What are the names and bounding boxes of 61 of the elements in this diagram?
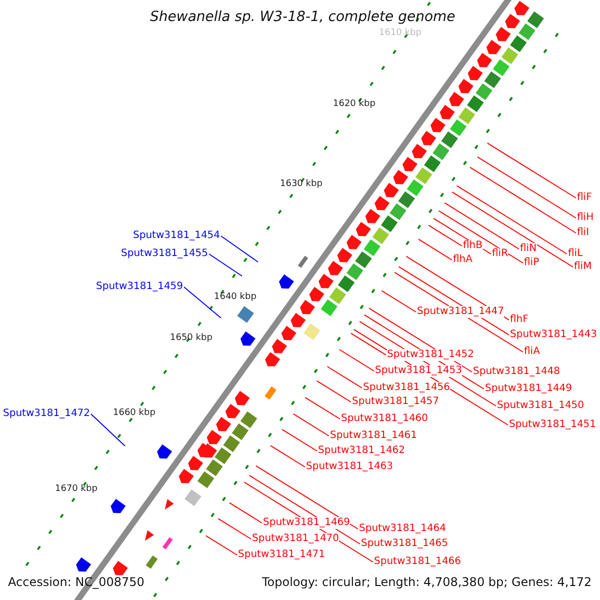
gene-label: Sputw3181_1460 <box>341 413 428 425</box>
leader-line <box>456 185 568 254</box>
leader-line <box>418 238 452 260</box>
leader-line <box>338 349 374 372</box>
accession-text: Accession: NC_008750 <box>8 575 144 589</box>
gene-label: Sputw3181_1450 <box>497 400 584 412</box>
gene-label: Sputw3181_1455 <box>121 248 208 260</box>
scale-label: 1640 kbp <box>214 292 256 302</box>
gene-label: Sputw3181_1470 <box>252 533 340 545</box>
leader-line <box>444 202 520 250</box>
gene-label: Sputw3181_1447 <box>417 306 504 318</box>
gene-label: Sputw3181_1464 <box>359 523 446 535</box>
scale-label: 1610 kbp <box>379 28 422 38</box>
gene-label: Sputw3181_1462 <box>318 445 406 457</box>
gene-label: Sputw3181_1461 <box>330 430 418 442</box>
leader-line <box>256 465 358 530</box>
leader-line <box>184 286 222 318</box>
gene-label: Sputw3181_1463 <box>306 461 394 473</box>
leader-line <box>208 254 242 276</box>
gene-label: Sputw3181_1469 <box>263 517 350 529</box>
leader-line <box>229 502 262 524</box>
leader-line <box>428 224 462 246</box>
scale-label: 1630 kbp <box>280 179 322 189</box>
gene-label: Sputw3181_1454 <box>133 230 220 242</box>
scale-label: 1660 kbp <box>113 408 156 418</box>
gene-label: flhB <box>463 240 482 252</box>
gene-label: Sputw3181_1456 <box>363 382 450 394</box>
leader-line <box>270 445 306 468</box>
leader-line <box>304 396 340 420</box>
gene-label: Sputw3181_1466 <box>374 556 462 568</box>
gene-label: Sputw3181_1452 <box>387 349 474 361</box>
leader-line <box>452 192 574 268</box>
gene-label: Sputw3181_1472 <box>3 408 90 420</box>
gene-label: Sputw3181_1443 <box>510 329 598 341</box>
leader-line <box>90 414 126 446</box>
leader-line <box>292 413 330 436</box>
gene-label: Sputw3181_1471 <box>238 549 326 561</box>
gene-label: Sputw3181_1459 <box>96 281 184 293</box>
scale-label: 1650 kbp <box>170 333 212 343</box>
gene-label: Sputw3181_1448 <box>473 366 560 378</box>
genome-summary-text: Topology: circular; Length: 4,708,380 bp; Genes: 4,172 <box>262 575 592 589</box>
leader-line <box>486 142 576 198</box>
gene-label: Sputw3181_1465 <box>361 538 448 550</box>
leader-line <box>350 332 386 356</box>
leader-line <box>470 166 576 234</box>
gene-label: Sputw3181_1453 <box>375 365 462 377</box>
leader-line <box>205 535 238 556</box>
scale-label: 1670 kbp <box>55 484 98 494</box>
scale-label: 1620 kbp <box>333 99 376 109</box>
gene-label: Sputw3181_1457 <box>352 396 440 408</box>
leader-line <box>326 366 362 388</box>
leader-line <box>381 290 416 312</box>
leader-line <box>220 236 258 262</box>
leader-line <box>218 518 252 540</box>
leader-line <box>282 428 318 452</box>
title: Shewanella sp. W3-18-1, complete genome <box>150 9 456 25</box>
leader-line <box>438 210 524 264</box>
leader-line <box>477 156 576 218</box>
leader-line <box>316 380 352 402</box>
gene-label: Sputw3181_1451 <box>509 419 596 431</box>
gene-label: Sputw3181_1449 <box>485 383 572 395</box>
